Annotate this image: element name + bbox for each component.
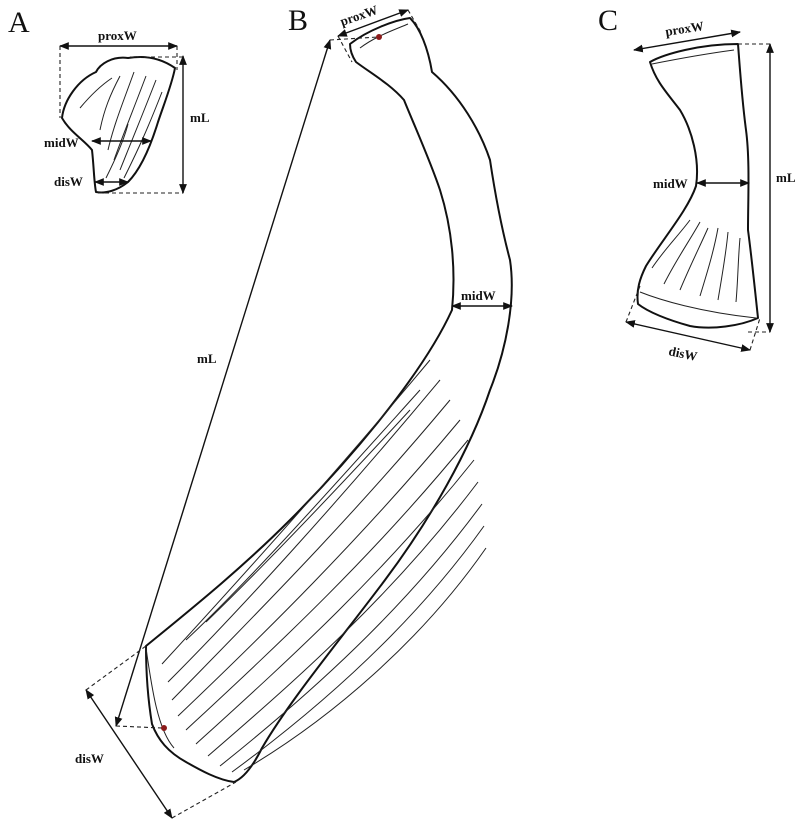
panel-b-disw-dash-top xyxy=(85,645,147,691)
panel-b-disw-label: disW xyxy=(75,751,104,766)
panel-a-proxw-label: proxW xyxy=(98,28,137,43)
panel-c: C proxW mL midW disW xyxy=(598,4,796,364)
panel-c-proximal-edge xyxy=(651,49,735,65)
panel-c-proxw-label: proxW xyxy=(664,18,705,39)
panel-a-midw-label: midW xyxy=(44,135,79,150)
panel-b-proximal-edge xyxy=(359,23,409,49)
panel-a-disw-label: disW xyxy=(54,174,83,189)
panel-c-midw-label: midW xyxy=(653,176,688,191)
panel-b-proxw-dash-right xyxy=(407,9,423,35)
panel-b-disw-dash-bottom xyxy=(171,781,237,819)
panel-b-ml-arrow xyxy=(114,39,332,727)
panel-c-striations xyxy=(651,219,741,303)
panel-b-bone-outline xyxy=(145,17,513,783)
panel-c-disw-arrow xyxy=(625,320,751,352)
panel-b-proxw-dash-left xyxy=(337,35,353,63)
panel-a: A proxW mL midW disW xyxy=(8,6,210,194)
panel-b-proxw-arrow xyxy=(337,9,409,37)
panel-b-landmark-proximal xyxy=(376,34,382,40)
panel-b-landmark-distal xyxy=(161,725,167,731)
panel-b-distal-edge xyxy=(145,647,175,749)
panel-b-letter: B xyxy=(288,4,308,37)
panel-c-disw-label: disW xyxy=(667,343,698,364)
panel-b-disw-arrow xyxy=(85,689,173,819)
panel-b-ml-dash-bottom xyxy=(115,725,163,729)
panel-b-ml-dash-top xyxy=(329,36,379,41)
panel-c-letter: C xyxy=(598,4,618,37)
panel-c-distal-edge xyxy=(639,291,757,319)
panel-b: B mL proxW xyxy=(75,2,513,819)
panel-a-bone-outline xyxy=(61,56,176,194)
panel-b-ml-label: mL xyxy=(197,351,217,366)
panel-c-ml-label: mL xyxy=(776,170,796,185)
panel-b-proxw-label: proxW xyxy=(338,2,380,29)
panel-b-midw-label: midW xyxy=(461,288,496,303)
panel-a-letter: A xyxy=(8,6,30,39)
panel-c-disw-dash-right xyxy=(749,317,761,351)
panel-c-proxw-arrow xyxy=(633,29,741,53)
panel-a-ml-label: mL xyxy=(190,110,210,125)
